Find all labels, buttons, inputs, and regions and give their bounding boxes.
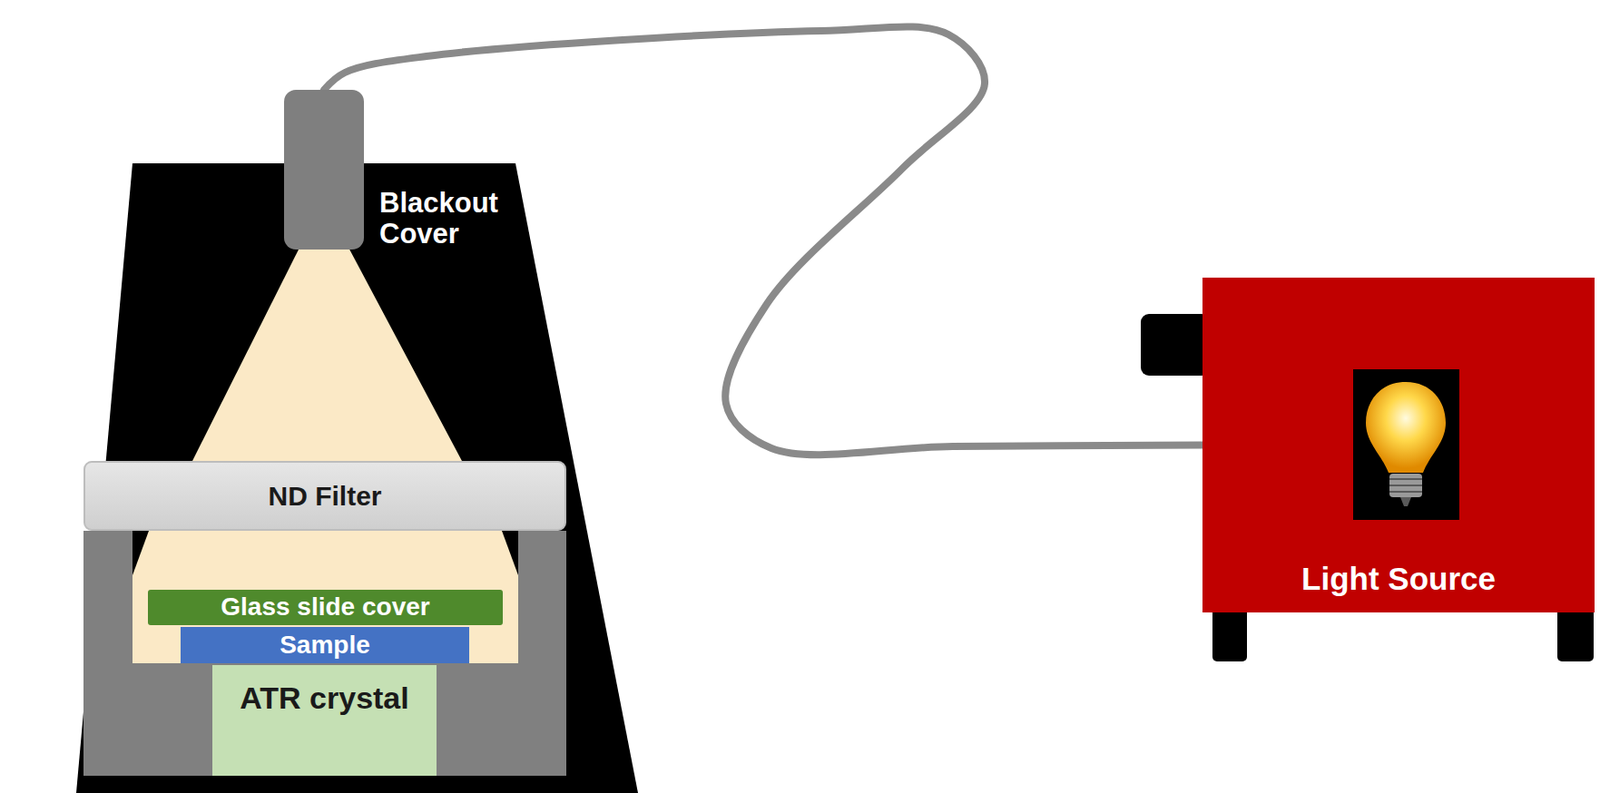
- node-label: Glass slide cover: [220, 593, 430, 622]
- lamp-head: [284, 89, 364, 250]
- sample: Sample: [180, 627, 470, 664]
- light-area: [132, 530, 519, 664]
- glass-slide-cover: Glass slide cover: [147, 589, 503, 626]
- leg: [1212, 606, 1247, 662]
- shadow-corner: [132, 530, 149, 576]
- holder: [83, 530, 567, 776]
- knob: [1140, 314, 1210, 376]
- node-label: Blackout Cover: [379, 187, 516, 250]
- atr-crystal: ATR crystal: [212, 665, 437, 776]
- cover-shape: [76, 163, 639, 793]
- node-label: Sample: [279, 631, 371, 660]
- bulb-thread: [1389, 478, 1423, 481]
- node-label: Light Source: [1301, 561, 1496, 598]
- bulb-glass: [1365, 382, 1446, 473]
- shadow-corner: [501, 530, 519, 576]
- bulb-thread: [1389, 484, 1423, 487]
- blackout-cover: ND FilterGlass slide coverSampleATR crys…: [76, 89, 639, 793]
- leg: [1557, 606, 1594, 662]
- light-cone: [192, 244, 462, 462]
- node-label: ND Filter: [267, 480, 382, 511]
- node-label: ATR crystal: [239, 681, 409, 716]
- light-source: Light Source: [1202, 277, 1595, 613]
- nd-filter: ND Filter: [83, 461, 567, 531]
- icon-ground: [1353, 369, 1460, 521]
- bulb-thread: [1389, 490, 1423, 493]
- bulb-tip: [1400, 497, 1412, 507]
- bulb-base: [1389, 473, 1423, 498]
